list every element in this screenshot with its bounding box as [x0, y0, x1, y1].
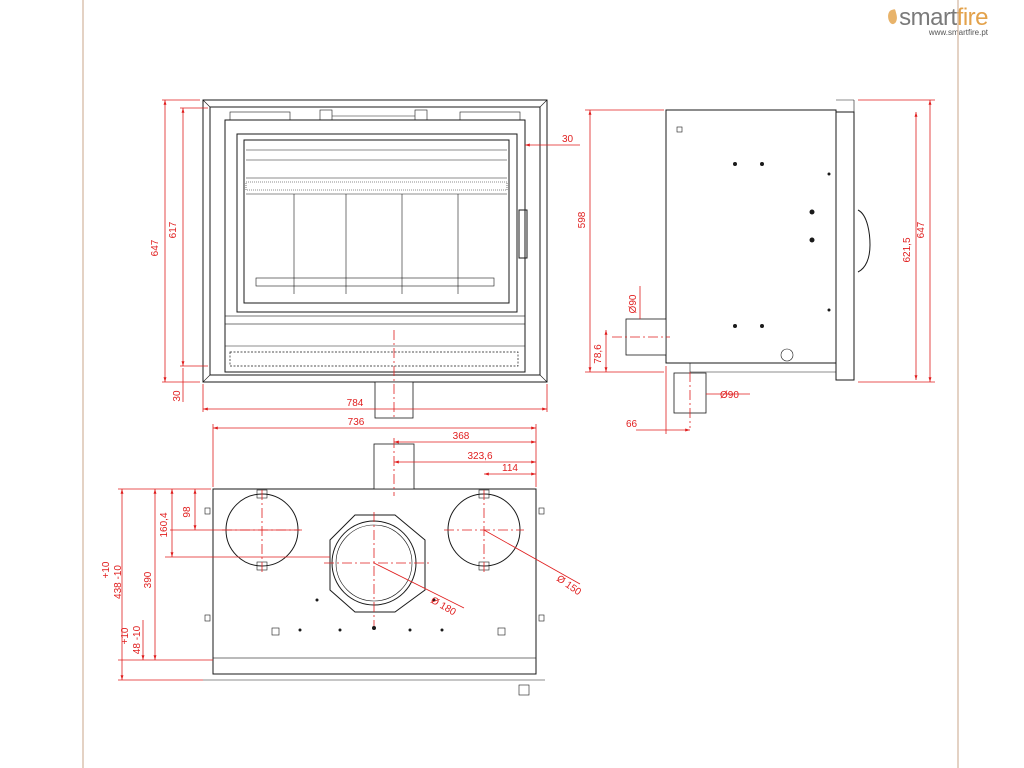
brand-name: smartfire: [886, 4, 989, 32]
top-view-dimensions: 736 368 323,6 114 98 160,4 438 -10 +10 3…: [101, 417, 583, 681]
dim-side-pipe-height: 78,6: [593, 344, 604, 364]
dim-front-height-inner: 617: [168, 221, 179, 238]
side-view: [612, 99, 871, 428]
dim-top-hole-offset: 114: [502, 463, 518, 474]
dim-top-depth-c-tol: +10: [120, 627, 131, 644]
dim-top-width: 736: [348, 417, 365, 428]
dim-front-height-outer: 647: [150, 239, 161, 256]
dim-front-bottom: 30: [172, 390, 183, 402]
front-glass: [243, 139, 510, 304]
dim-top-hole-dia: Ø 150: [554, 573, 583, 598]
dim-side-height-total: 647: [916, 221, 927, 238]
side-view-dimensions: 598 647 621,5 78,6 Ø90 Ø90 66: [577, 99, 935, 434]
front-handle: [518, 209, 528, 259]
dim-top-outlet-offset: 323,6: [467, 451, 492, 462]
dim-top-hole-y2: 160,4: [159, 512, 170, 537]
side-handle: [857, 209, 871, 273]
dim-top-flue-dia: Ø 180: [429, 595, 458, 618]
dim-top-depth-a: 438 -10: [113, 565, 124, 599]
dim-top-hole-y1: 98: [182, 506, 193, 518]
side-body: [665, 109, 837, 364]
dim-side-pipe-offset: 66: [626, 419, 638, 430]
side-front-frame: [835, 111, 855, 381]
dim-top-depth-b: 390: [143, 571, 154, 588]
dim-top-depth-c: 48 -10: [132, 625, 143, 654]
dim-side-height-body: 598: [577, 211, 588, 228]
dim-side-height-door: 621,5: [902, 237, 913, 262]
front-door-frame: [236, 133, 518, 313]
front-outer-frame: [202, 99, 548, 383]
dim-front-width: 784: [347, 398, 364, 409]
dim-front-side: 30: [562, 134, 574, 145]
front-view: [202, 99, 548, 420]
front-body: [224, 119, 526, 373]
front-view-dimensions: 647 617 30 784 30: [150, 99, 580, 412]
dim-top-center: 368: [453, 431, 470, 442]
dim-side-pipe-dia-rear: Ø90: [628, 294, 639, 313]
top-view: [203, 438, 545, 696]
dim-top-depth-a-tol: +10: [101, 561, 112, 578]
top-body: [212, 488, 537, 675]
dim-side-pipe-dia-bottom: Ø90: [720, 390, 739, 401]
top-flue-collar: [329, 514, 426, 613]
